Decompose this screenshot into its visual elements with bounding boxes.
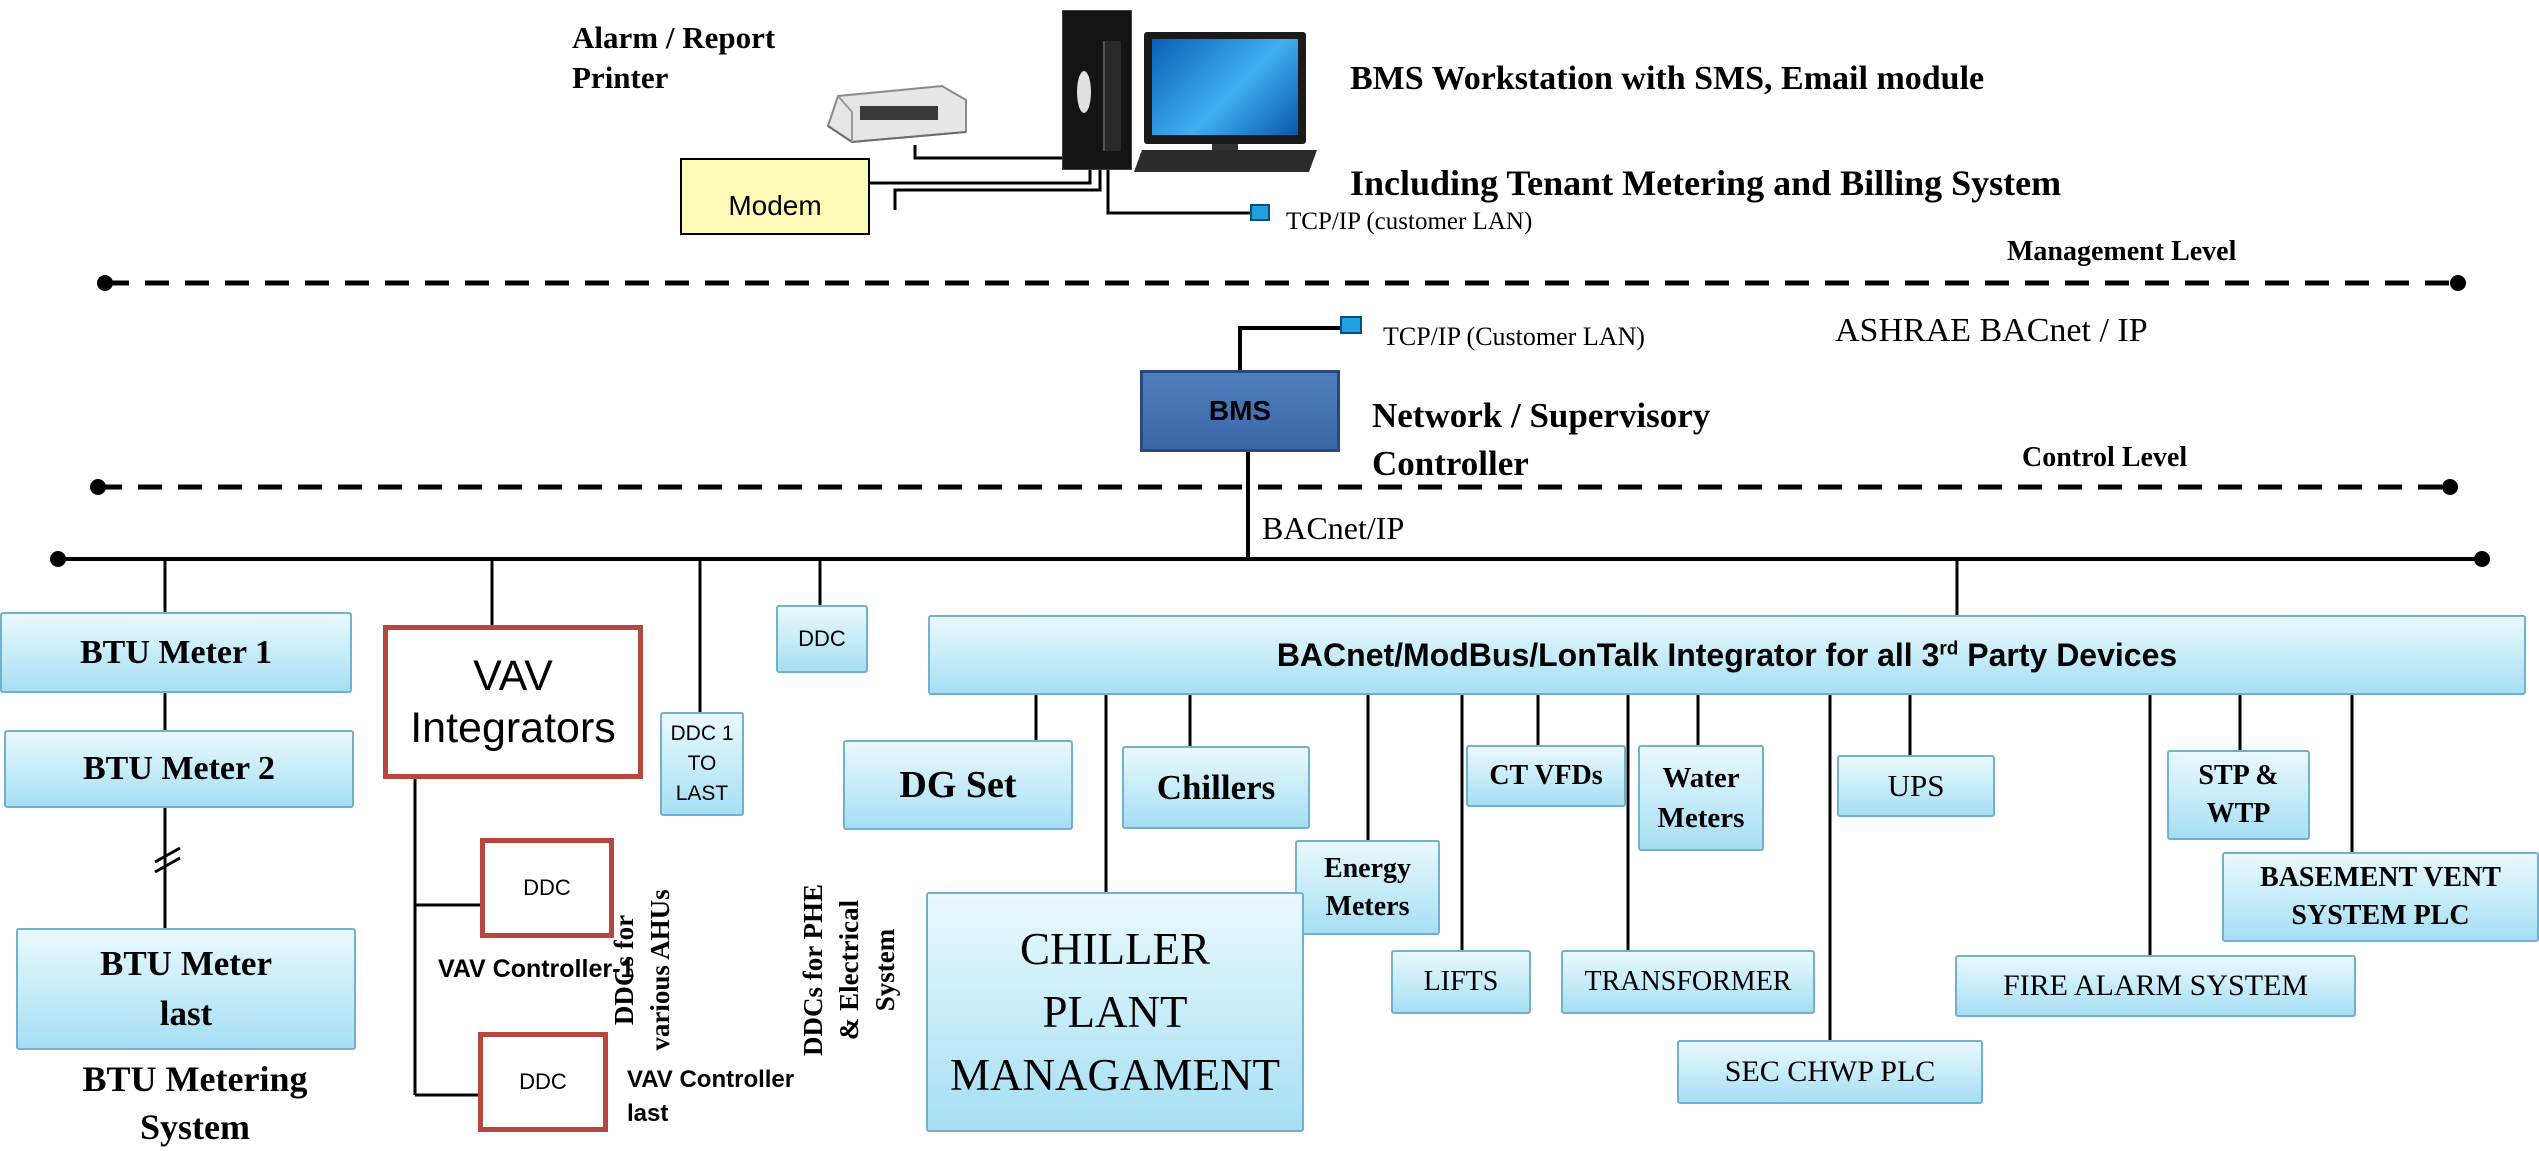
btu-metering-system-label: BTU Metering System [50,1055,340,1151]
chillers-box: Chillers [1122,746,1310,829]
stp-wtp-line1: STP & [2198,760,2279,791]
lan-port-icon [1340,316,1362,334]
ddc-phe-label: DDCs for PHE & Electrical System [795,850,915,1090]
energy-meters-box: Energy Meters [1295,840,1440,935]
vav-integrators-line1: VAV [473,652,553,700]
management-level-label: Management Level [2007,236,2237,267]
integrator-label-main: BACnet/ModBus/LonTalk Integrator for all… [1276,636,1940,673]
energy-meters-line1: Energy [1323,852,1412,884]
supervisory-controller-label: Network / Supervisory Controller [1372,392,1710,488]
vav-ddc-last-label: DDC [519,1069,567,1094]
keyboard-icon [1133,150,1318,172]
vav-integrators-line2: Integrators [410,704,616,752]
ups-label: UPS [1887,768,1945,803]
chillers-label: Chillers [1156,767,1276,807]
lifts-box: LIFTS [1391,950,1531,1014]
ddc-ahu-label: DDCs for various AHUs [606,860,696,1080]
basement-vent-line2: SYSTEM PLC [2291,900,2470,931]
vav-controller-last-line1: VAV Controller [627,1066,795,1093]
transformer-label: TRANSFORMER [1584,966,1792,997]
vav-ddc-last-box: DDC [478,1032,608,1132]
dg-set-label: DG Set [899,764,1017,806]
ups-box: UPS [1837,755,1995,817]
printer-icon [820,78,970,150]
integrator-label: BACnet/ModBus/LonTalk Integrator for all… [1277,637,2177,674]
basement-vent-line1: BASEMENT VENT [2260,862,2501,893]
tcpip-customer-lan-control: TCP/IP (Customer LAN) [1383,322,1645,351]
lifts-label: LIFTS [1423,966,1499,997]
ddc-top-box: DDC [776,605,868,673]
vav-controller-1-label: VAV Controller-1 [438,955,635,983]
bacnet-ip-bus-label: BACnet/IP [1262,510,1405,546]
printer-label: Alarm / Report Printer [572,18,775,98]
lan-port-icon [1250,204,1270,221]
sec-chwp-plc-box: SEC CHWP PLC [1677,1040,1983,1104]
vav-controller-last-label: VAV Controller last [627,1063,794,1131]
btu-meter-last-line2: last [159,994,213,1033]
printer-label-line1: Alarm / Report [572,20,776,55]
supervisory-controller-line2: Controller [1372,444,1529,483]
transformer-box: TRANSFORMER [1561,950,1815,1014]
ashrae-bacnet-ip-label: ASHRAE BACnet / IP [1835,312,2148,349]
btu-meter-last-box: BTU Meter last [16,928,356,1050]
vav-ddc-1-label: DDC [523,875,571,900]
computer-tower-icon [1062,10,1132,170]
ddc-ahu-line2: various AHUs [645,889,675,1051]
vav-integrators-box: VAV Integrators [383,625,643,779]
ddc-phe-line3: System [870,928,900,1012]
dg-set-box: DG Set [843,740,1073,830]
chiller-plant-box: CHILLER PLANT MANAGAMENT [926,892,1304,1132]
btu-meter-1-label: BTU Meter 1 [80,633,272,671]
integrator-label-sup: rd [1939,637,1959,659]
ddc-ahu-line1: DDCs for [609,914,639,1026]
ddc-range-line1: DDC 1 [670,722,734,745]
integrator-label-tail: Party Devices [1958,636,2178,673]
stp-wtp-line2: WTP [2206,798,2271,829]
monitor-icon [1140,30,1310,162]
stp-wtp-box: STP & WTP [2167,750,2310,840]
ddc-range-box: DDC 1 TO LAST [660,712,744,816]
water-meters-line1: Water [1662,762,1740,794]
ct-vfds-label: CT VFDs [1489,760,1603,791]
btu-meter-2-label: BTU Meter 2 [83,750,275,787]
workstation-label: BMS Workstation with SMS, Email module [1350,60,1985,97]
ddc-range-line2: TO [687,752,717,775]
ddc-phe-line2: & Electrical [834,899,864,1041]
btu-meter-last-line1: BTU Meter [99,944,272,983]
btu-meter-1-box: BTU Meter 1 [0,612,352,693]
btu-meter-2-box: BTU Meter 2 [4,730,354,808]
supervisory-controller-line1: Network / Supervisory [1372,396,1711,435]
vav-ddc-1-box: DDC [480,838,614,938]
modem-label: Modem [728,189,822,221]
modem-box: Modem [680,158,870,235]
vav-controller-last-line2: last [627,1100,669,1127]
fire-alarm-system-box: FIRE ALARM SYSTEM [1955,955,2356,1017]
bms-controller-box: BMS [1140,370,1340,452]
printer-label-line2: Printer [572,60,669,95]
tcpip-customer-lan-top: TCP/IP (customer LAN) [1286,208,1533,235]
tenant-metering-label: Including Tenant Metering and Billing Sy… [1350,163,2062,203]
integrator-box: BACnet/ModBus/LonTalk Integrator for all… [928,615,2526,695]
bms-box-label: BMS [1208,395,1272,426]
chiller-plant-line2: PLANT [1042,986,1188,1037]
water-meters-line2: Meters [1657,802,1745,834]
sec-chwp-plc-label: SEC CHWP PLC [1724,1055,1936,1088]
btu-metering-system-line2: System [140,1107,250,1147]
water-meters-box: Water Meters [1638,745,1764,851]
fire-alarm-system-label: FIRE ALARM SYSTEM [2002,969,2309,1002]
basement-vent-plc-box: BASEMENT VENT SYSTEM PLC [2222,852,2539,942]
chiller-plant-line1: CHILLER [1020,923,1210,974]
control-level-label: Control Level [2022,442,2188,473]
chiller-plant-line3: MANAGAMENT [950,1049,1280,1100]
ddc-phe-line1: DDCs for PHE [798,884,828,1056]
ct-vfds-box: CT VFDs [1466,745,1626,807]
ddc-range-line3: LAST [675,782,729,805]
ddc-top-label: DDC [798,626,846,651]
btu-metering-system-line1: BTU Metering [82,1059,308,1099]
energy-meters-line2: Meters [1325,890,1410,922]
